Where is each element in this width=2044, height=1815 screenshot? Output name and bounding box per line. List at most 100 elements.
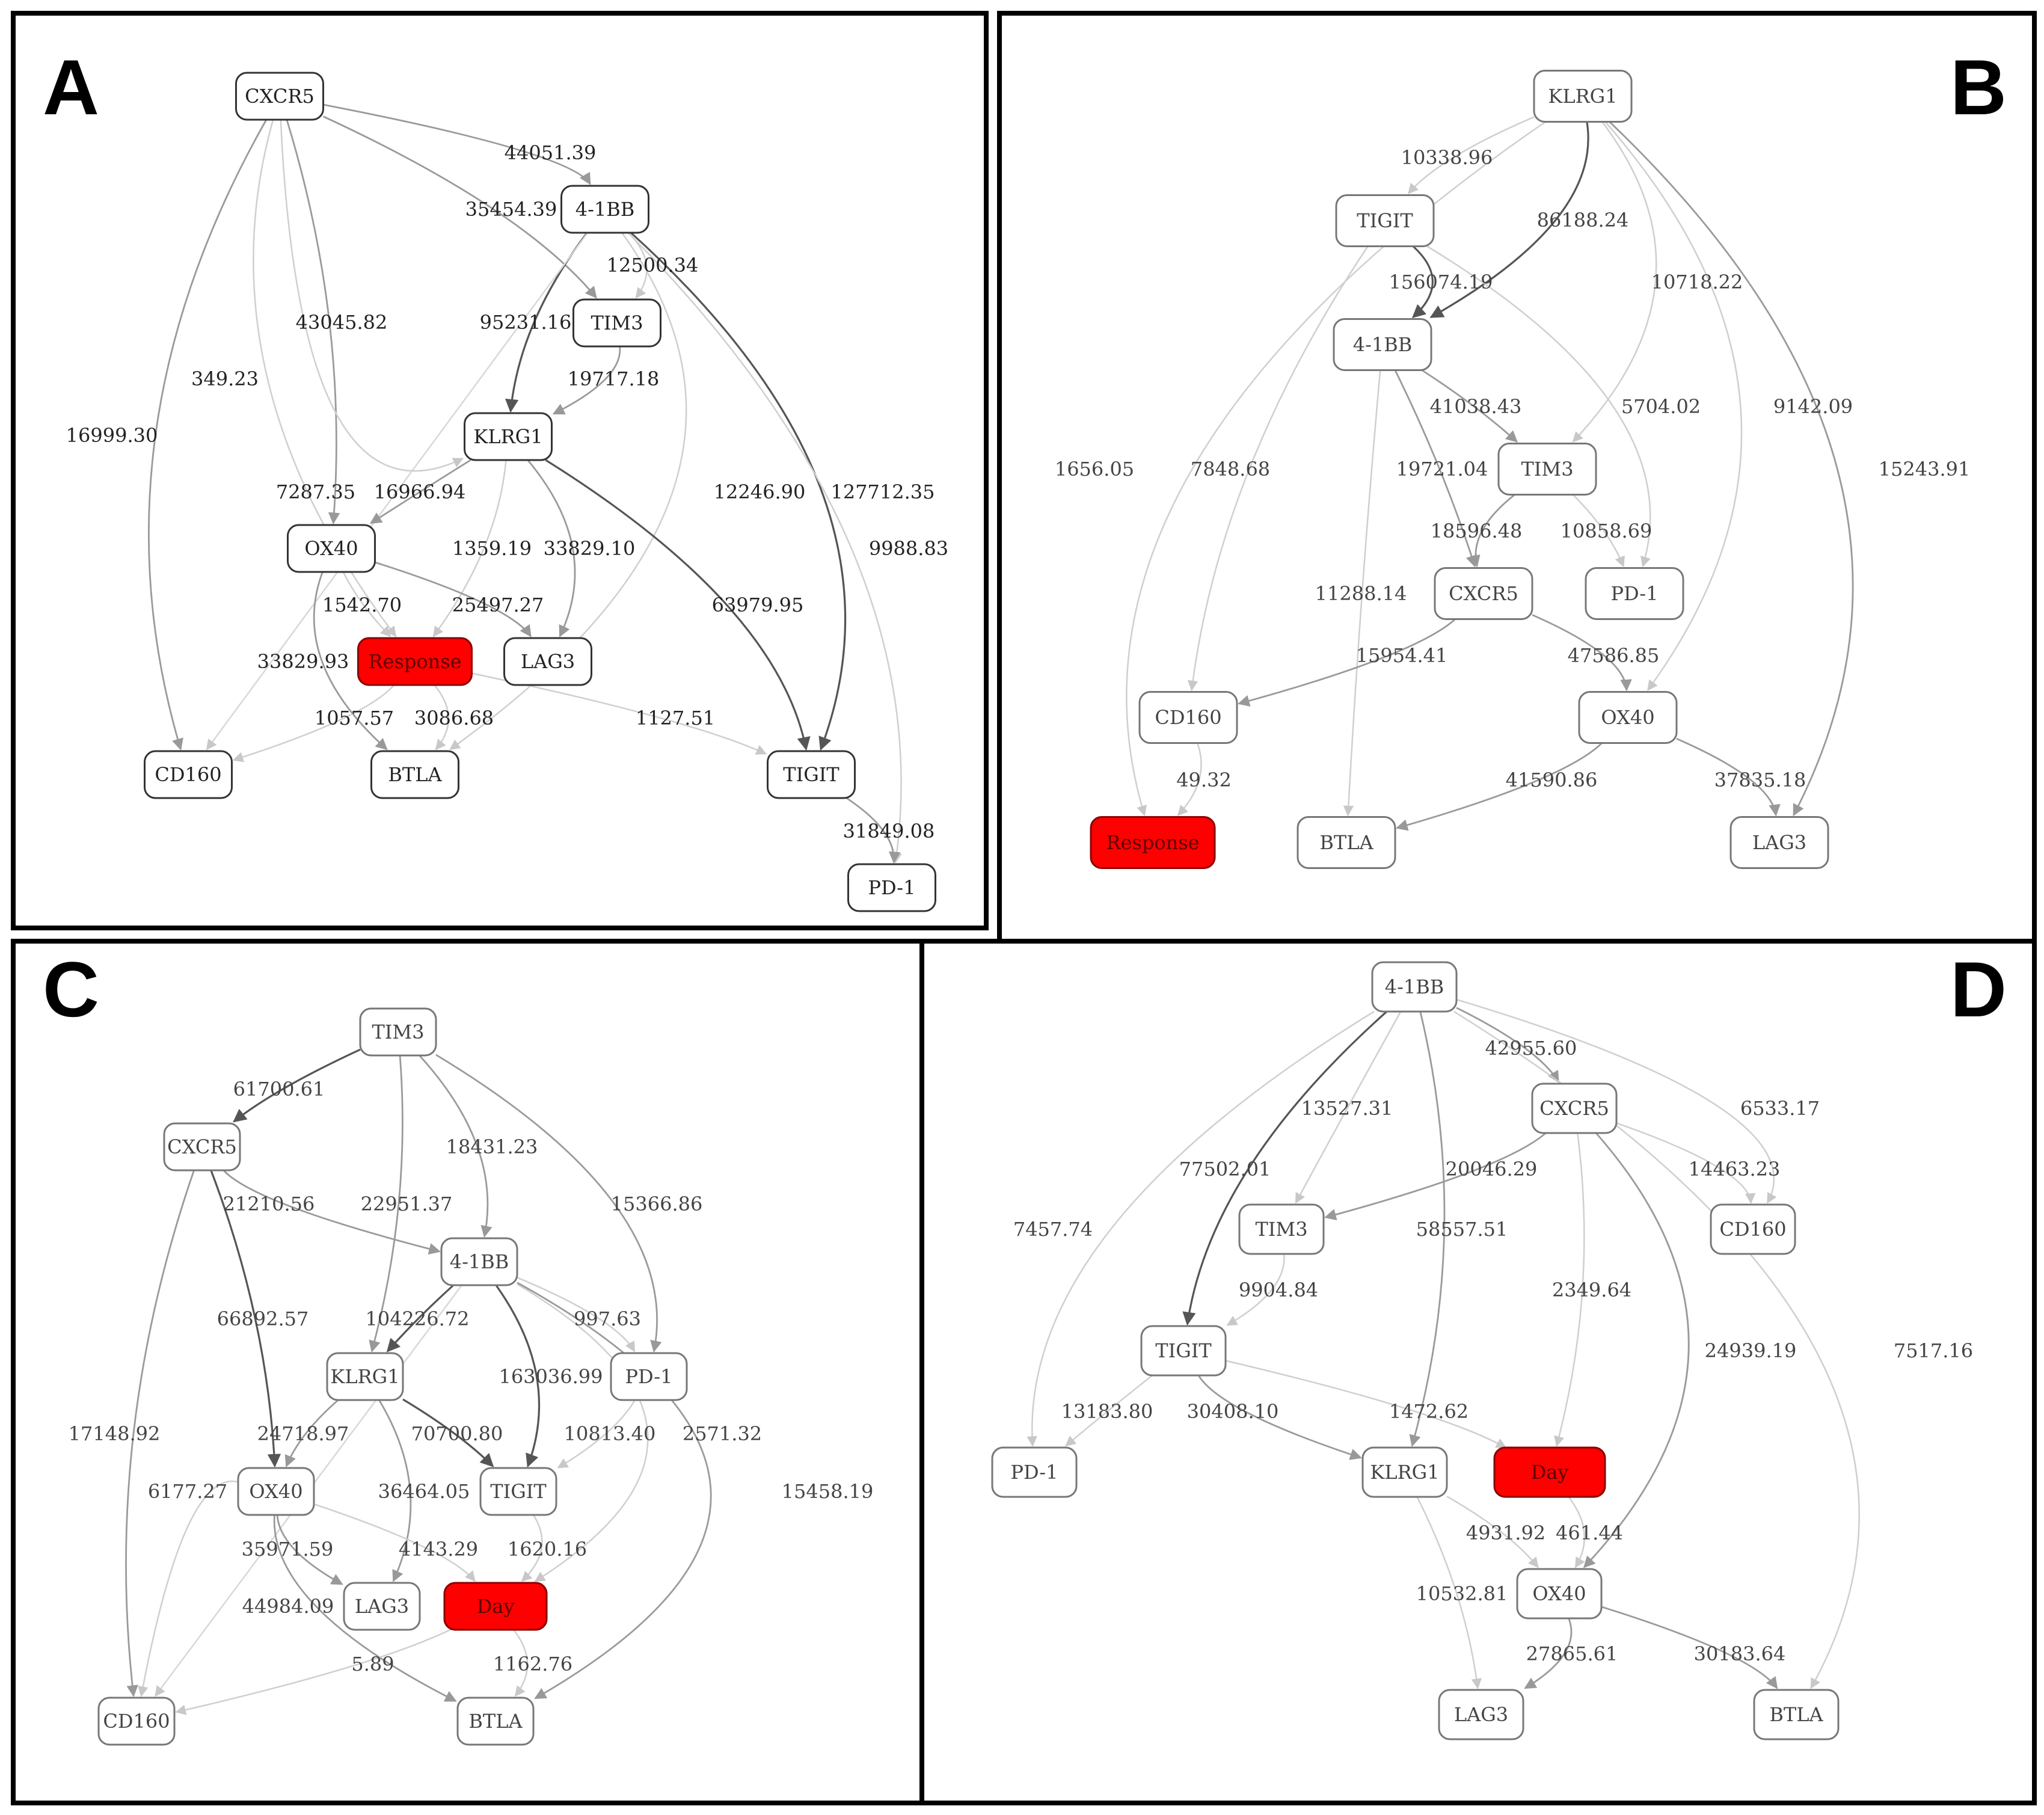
svg-text:PD-1: PD-1 [625, 1365, 673, 1388]
svg-text:OX40: OX40 [249, 1480, 302, 1503]
edge-a-cxcr5-41bb [323, 103, 591, 185]
node-a-lag3: LAG3 [503, 637, 592, 686]
svg-text:KLRG1: KLRG1 [473, 425, 542, 448]
edge-label-c-klrg1-ox40: 24718.97 [257, 1422, 349, 1445]
svg-text:TIGIT: TIGIT [1155, 1339, 1212, 1362]
edge-label-c-41bb-klrg1: 104226.72 [365, 1307, 469, 1330]
edge-label-d-41bb-tim3: 13527.31 [1301, 1097, 1393, 1120]
node-c-day: Day [443, 1582, 548, 1631]
edge-d-tigit-klrg1 [1197, 1375, 1362, 1460]
node-a-klrg1: KLRG1 [464, 412, 553, 461]
edge-label-a-klrg1-tigit: 63979.95 [712, 594, 804, 616]
edge-b-klrg1-41bb [1429, 121, 1589, 318]
edge-b-41bb-tim3 [1421, 369, 1518, 443]
edge-label-c-tim3-cxcr5: 61700.61 [233, 1078, 325, 1101]
edge-label-a-cxcr5-ox40: 43045.82 [296, 311, 388, 334]
edge-label-a-ox40-btla: 33829.93 [257, 650, 349, 673]
edge-a-klrg1-lag3 [527, 459, 576, 637]
edge-label-b-klrg1-41bb: 86188.24 [1537, 209, 1629, 232]
edge-d-41bb-tigit [1182, 1010, 1388, 1326]
edge-b-ox40-lag3 [1676, 737, 1781, 817]
svg-text:BTLA: BTLA [388, 763, 442, 786]
edge-label-a-41bb-btla: 12246.90 [714, 481, 806, 503]
edge-label-d-ox40-btla: 30183.64 [1694, 1642, 1786, 1665]
svg-text:CD160: CD160 [1719, 1218, 1786, 1241]
node-b-tim3: TIM3 [1497, 443, 1597, 496]
edge-label-d-cxcr5-cd160: 14463.23 [1689, 1158, 1781, 1181]
edge-label-b-cd160-response: 49.32 [1176, 769, 1232, 791]
node-d-btla: BTLA [1753, 1689, 1840, 1740]
svg-text:PD-1: PD-1 [1611, 582, 1659, 605]
svg-text:TIM3: TIM3 [372, 1021, 424, 1043]
svg-text:LAG3: LAG3 [1752, 831, 1806, 854]
edge-label-d-cxcr5-ox40: 24939.19 [1705, 1339, 1797, 1362]
edge-a-cxcr5-cd160 [148, 119, 268, 751]
svg-text:CXCR5: CXCR5 [1539, 1097, 1609, 1120]
edge-d-ox40-lag3 [1524, 1618, 1573, 1689]
edge-d-41bb-pd1 [1027, 1010, 1375, 1447]
edge-a-klrg1-ox40 [369, 459, 471, 524]
edge-label-b-klrg1-response: 1656.05 [1055, 458, 1134, 481]
svg-text:4-1BB: 4-1BB [450, 1250, 509, 1273]
node-d-klrg1: KLRG1 [1361, 1446, 1448, 1498]
edge-label-c-pd1-tigit: 10813.40 [564, 1422, 656, 1445]
edge-label-d-41bb-tigit: 77502.01 [1179, 1158, 1271, 1181]
edge-label-c-tigit-day: 1620.16 [508, 1538, 587, 1561]
edge-label-b-klrg1-lag3: 15243.91 [1879, 458, 1971, 481]
edge-label-a-response-cd160: 1057.57 [315, 707, 394, 729]
edge-d-tigit-pd1 [1065, 1375, 1153, 1447]
node-b-pd1: PD-1 [1585, 567, 1684, 620]
node-d-day: Day [1493, 1446, 1606, 1498]
node-d-cxcr5: CXCR5 [1531, 1083, 1618, 1134]
edge-label-b-tigit-41bb: 156074.19 [1389, 271, 1493, 293]
edge-b-tim3-cxcr5 [1469, 494, 1515, 568]
node-b-cd160: CD160 [1138, 691, 1238, 744]
edge-c-ox40-cd160 [138, 1480, 239, 1697]
svg-text:BTLA: BTLA [1319, 831, 1373, 854]
edge-d-ox40-btla [1601, 1606, 1778, 1689]
edge-label-d-41bb-btla: 7517.16 [1894, 1339, 1973, 1362]
edge-label-c-cxcr5-41bb: 21210.56 [223, 1193, 315, 1215]
svg-text:KLRG1: KLRG1 [1548, 85, 1617, 108]
node-b-lag3: LAG3 [1729, 816, 1829, 869]
panel-d-frame [919, 939, 2037, 1805]
edge-b-cxcr5-ox40 [1532, 614, 1632, 692]
edge-label-b-tim3-pd1: 10858.69 [1561, 520, 1653, 542]
svg-text:OX40: OX40 [304, 537, 358, 560]
edge-c-41bb-btla [517, 1282, 712, 1700]
edge-d-tim3-tigit [1226, 1253, 1285, 1326]
edge-label-a-tigit-pd1: 31849.08 [843, 820, 935, 843]
node-c-41bb: 4-1BB [440, 1237, 518, 1286]
edge-b-tim3-pd1 [1572, 494, 1625, 568]
svg-text:BTLA: BTLA [1769, 1703, 1823, 1726]
panel-a-letter: A [43, 43, 99, 131]
panel-a-frame [11, 11, 989, 930]
edge-a-41bb-pd1 [627, 232, 902, 864]
edge-c-day-btla [513, 1629, 529, 1697]
edge-label-c-ox40-lag3: 35971.59 [242, 1538, 334, 1561]
edge-label-b-ox40-btla: 41590.86 [1506, 769, 1598, 791]
edge-label-d-41bb-pd1: 7457.74 [1013, 1218, 1093, 1241]
edge-label-c-day-btla: 1162.76 [493, 1653, 572, 1675]
svg-text:BTLA: BTLA [468, 1710, 523, 1733]
edges-layer [125, 103, 1860, 1715]
edge-label-d-41bb-cd160: 6533.17 [1740, 1097, 1820, 1120]
edge-c-41bb-tigit [495, 1285, 541, 1468]
edge-label-d-tim3-tigit: 9904.84 [1239, 1279, 1318, 1301]
svg-text:TIGIT: TIGIT [490, 1480, 547, 1503]
edge-label-b-cxcr5-ox40: 47586.85 [1568, 644, 1660, 667]
panel-c-letter: C [43, 945, 99, 1033]
edge-a-ox40-btla [313, 571, 388, 751]
node-c-tim3: TIM3 [359, 1007, 437, 1057]
edge-d-tigit-day [1225, 1360, 1507, 1449]
edge-label-c-41bb-pd1: 997.63 [574, 1307, 641, 1330]
edge-a-klrg1-response [432, 459, 507, 637]
edge-label-c-tim3-41bb: 18431.23 [446, 1135, 538, 1158]
svg-text:KLRG1: KLRG1 [330, 1365, 399, 1388]
edge-b-tigit-pd1 [1426, 245, 1651, 568]
edge-label-a-cxcr5-tim3: 35454.39 [465, 198, 557, 221]
edge-c-ox40-day [313, 1503, 476, 1582]
edge-label-d-klrg1-lag3: 10532.81 [1416, 1582, 1508, 1605]
node-a-response: Response [357, 637, 473, 686]
